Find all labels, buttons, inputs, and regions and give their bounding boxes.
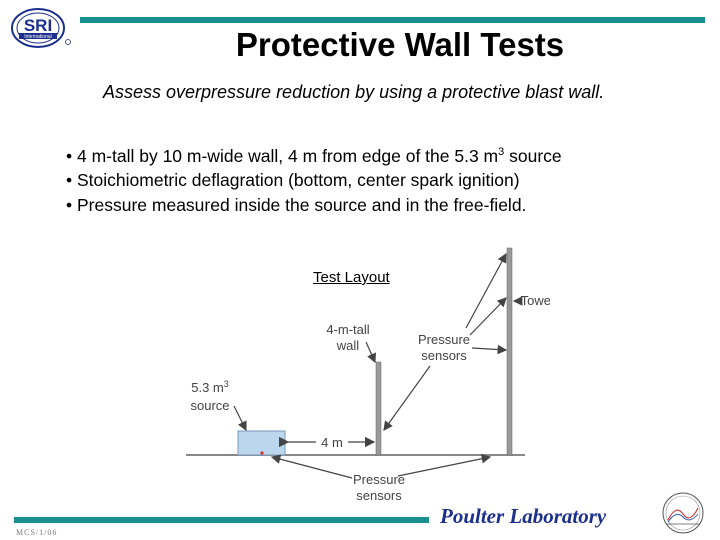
wall-label: 4-m-tall bbox=[326, 322, 369, 337]
protective-wall bbox=[375, 361, 382, 456]
distance-label: 4 m bbox=[321, 435, 343, 450]
tower bbox=[506, 247, 513, 456]
slide-code: MCS/1/06 bbox=[16, 528, 58, 537]
sensor-pointer bbox=[471, 344, 508, 355]
lower-sensor-pointer bbox=[270, 454, 353, 479]
wall-label: wall bbox=[336, 338, 360, 353]
bullet-item: 4 m-tall by 10 m-wide wall, 4 m from edg… bbox=[66, 140, 562, 168]
bullet-item: Pressure measured inside the source and … bbox=[66, 193, 562, 218]
tower-label: Tower bbox=[521, 293, 550, 308]
test-layout-diagram: 4 m Tower 4-m-tall wall Pressure sensors… bbox=[186, 247, 550, 503]
sensor-pointer bbox=[465, 252, 507, 329]
bullet-superscript: 3 bbox=[498, 146, 505, 158]
source-volume bbox=[237, 430, 286, 456]
lower-sensor-pointer bbox=[397, 453, 492, 477]
svg-text:SRI: SRI bbox=[24, 16, 52, 35]
lab-name: Poulter Laboratory bbox=[440, 504, 607, 528]
source-pointer bbox=[233, 405, 247, 432]
header-accent-bar bbox=[80, 17, 705, 23]
bullet-text: Stoichiometric deflagration (bottom, cen… bbox=[77, 170, 520, 191]
wall-pointer bbox=[365, 341, 376, 364]
bullet-text: source bbox=[504, 145, 562, 166]
sri-logo: SRI International bbox=[11, 8, 71, 48]
lower-sensors-label: Pressure bbox=[353, 472, 405, 487]
upper-sensors-label: sensors bbox=[421, 348, 467, 363]
footer-accent-bar bbox=[14, 517, 429, 523]
page-title: Protective Wall Tests bbox=[235, 26, 565, 63]
bullet-text: Pressure measured inside the source and … bbox=[77, 194, 527, 215]
ignition-point bbox=[260, 451, 264, 455]
poulter-logo-icon bbox=[662, 492, 704, 534]
sensor-pointer bbox=[383, 365, 431, 431]
diagram-caption: Test Layout bbox=[313, 269, 390, 286]
lower-sensors-label: sensors bbox=[356, 488, 402, 503]
bullet-item: Stoichiometric deflagration (bottom, cen… bbox=[66, 168, 562, 193]
sensor-pointer bbox=[469, 297, 507, 336]
bullet-list: 4 m-tall by 10 m-wide wall, 4 m from edg… bbox=[66, 140, 562, 217]
upper-sensors-label: Pressure bbox=[418, 332, 470, 347]
bullet-text: 4 m-tall by 10 m-wide wall, 4 m from edg… bbox=[77, 145, 499, 166]
source-label: source bbox=[190, 398, 229, 413]
page-subtitle: Assess overpressure reduction by using a… bbox=[103, 82, 605, 102]
source-label: 5.3 m3 bbox=[191, 379, 229, 395]
svg-text:International: International bbox=[24, 34, 52, 40]
